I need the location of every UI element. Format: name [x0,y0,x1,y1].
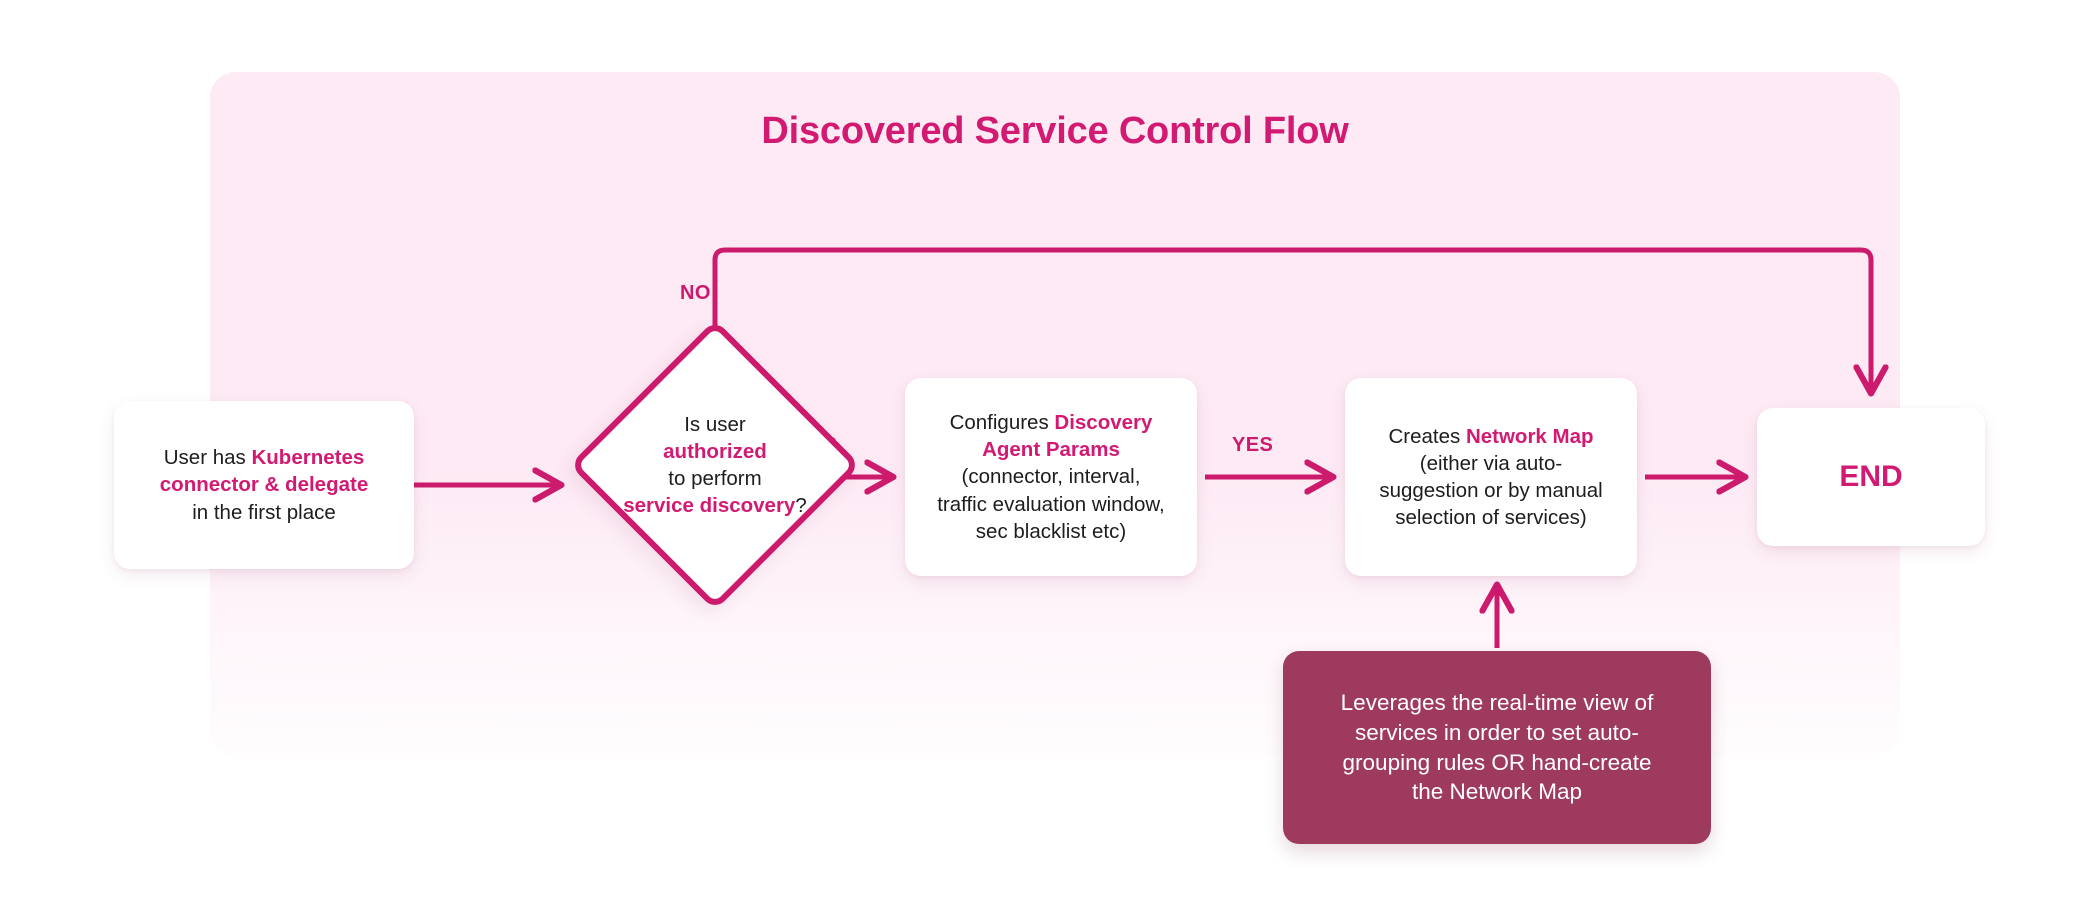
node-end[interactable]: END [1757,408,1985,546]
node-end-label: END [1839,460,1903,494]
node-map-label: Creates Network Map(either via auto-sugg… [1379,424,1603,530]
node-creates-network-map[interactable]: Creates Network Map(either via auto-sugg… [1345,378,1637,576]
edge-label-no: NO [680,282,711,304]
page-title: Discovered Service Control Flow [761,110,1349,152]
edge-label-yes-2: YES [1232,434,1274,456]
